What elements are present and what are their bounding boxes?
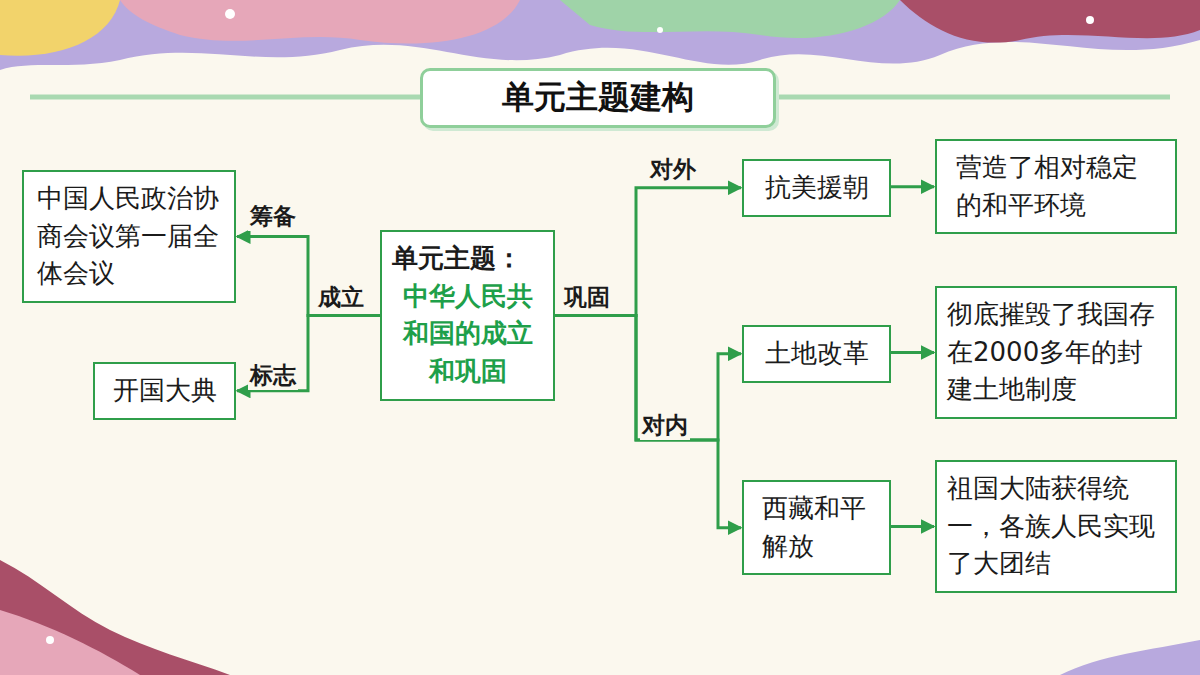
node-text: 开国大典	[113, 372, 217, 410]
branch-label: 成立	[316, 284, 366, 312]
topic-box: 营造了相对稳定的和平环境	[935, 139, 1177, 234]
connector-arrow	[555, 315, 741, 440]
edge-label: 标志	[248, 362, 298, 390]
node-text: 营造了相对稳定的和平环境	[956, 149, 1156, 224]
connector-arrow	[555, 188, 741, 316]
topic-box: 土地改革	[742, 325, 891, 383]
node-text: 土地改革	[765, 335, 869, 373]
connector-arrow	[555, 315, 741, 527]
topic-box: 彻底摧毁了我国存在2000多年的封建土地制度	[935, 286, 1177, 419]
node-text: 中国人民政治协商会议第一届全体会议	[37, 180, 221, 293]
edge-label: 对外	[648, 156, 698, 184]
top-blob	[900, 0, 1200, 43]
node-text: 西藏和平解放	[762, 490, 872, 565]
bottom-blob	[0, 610, 140, 675]
topic-box: 中国人民政治协商会议第一届全体会议	[22, 170, 236, 303]
dot	[1086, 16, 1094, 24]
edge-label: 对内	[640, 412, 690, 440]
dot	[657, 27, 663, 33]
topic-box: 开国大典	[93, 362, 236, 420]
node-text: 抗美援朝	[765, 169, 869, 207]
title-text: 单元主题建构	[502, 76, 694, 120]
dot	[225, 9, 235, 19]
connector-arrow	[891, 527, 934, 528]
top-blob	[0, 0, 1200, 70]
top-blob	[0, 0, 120, 56]
bottom-blob	[0, 560, 230, 675]
node-text: 祖国大陆获得统一，各族人民实现了大团结	[947, 470, 1165, 583]
connector-arrow	[237, 315, 380, 390]
theme-box: 单元主题：中华人民共和国的成立和巩固	[380, 230, 555, 401]
connector-arrow	[891, 187, 934, 188]
connector-arrow	[891, 353, 934, 354]
node-text: 单元主题：	[392, 240, 542, 278]
title-banner: 单元主题建构	[420, 68, 776, 128]
topic-box: 西藏和平解放	[742, 480, 891, 575]
connector-arrow	[237, 237, 380, 316]
bottom-blob	[1060, 640, 1200, 675]
topic-box: 抗美援朝	[742, 159, 891, 217]
top-blob	[120, 0, 520, 44]
topic-box: 祖国大陆获得统一，各族人民实现了大团结	[935, 460, 1177, 593]
node-text: 中华人民共和国的成立和巩固	[393, 278, 543, 391]
node-text: 彻底摧毁了我国存在2000多年的封建土地制度	[947, 296, 1165, 409]
dot	[46, 636, 54, 644]
branch-label: 巩固	[562, 284, 612, 312]
top-blob	[560, 0, 900, 38]
edge-label: 筹备	[248, 203, 298, 231]
